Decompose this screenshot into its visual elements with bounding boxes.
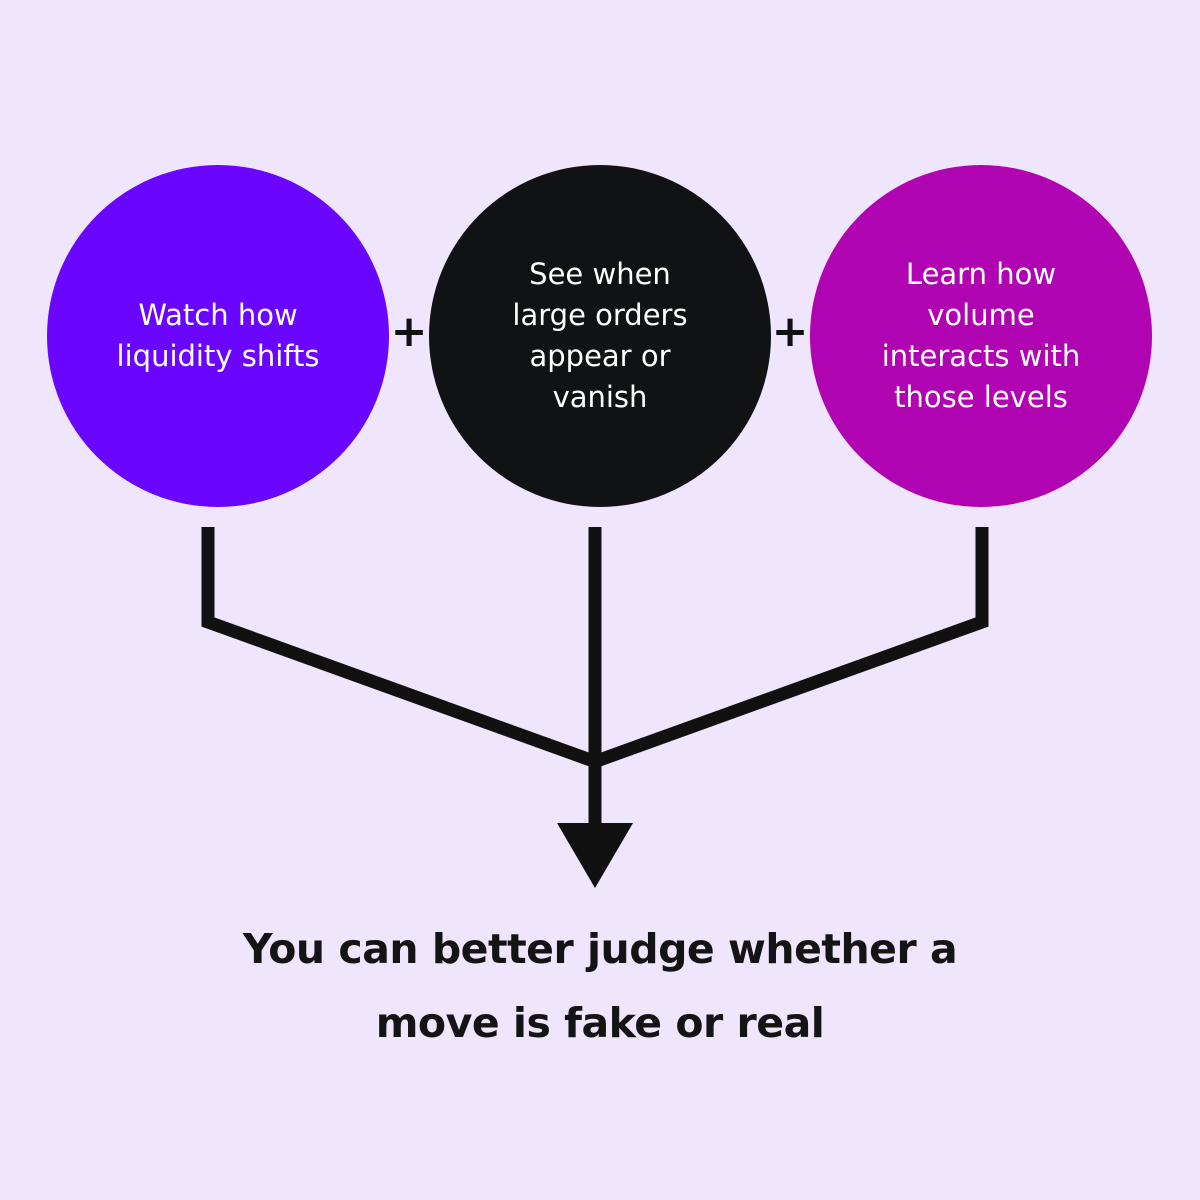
plus-icon: + [390,306,428,357]
right-connector-line [591,527,989,769]
plus-icon: + [771,306,809,357]
arrow-head-icon [557,823,633,888]
step-text-liquidity: Watch how liquidity shifts [116,298,320,373]
left-connector-line [201,527,599,769]
conclusion-label: You can better judge whether a move is f… [242,925,958,1047]
step-circle-liquidity: Watch how liquidity shifts [47,165,389,507]
step-circle-large-orders: See when large orders appear or vanish [429,165,771,507]
step-text-volume: Learn how volume interacts with those le… [881,257,1081,414]
conclusion-text: You can better judge whether a move is f… [150,912,1050,1060]
step-circle-volume: Learn how volume interacts with those le… [810,165,1152,507]
step-text-large-orders: See when large orders appear or vanish [512,257,688,414]
